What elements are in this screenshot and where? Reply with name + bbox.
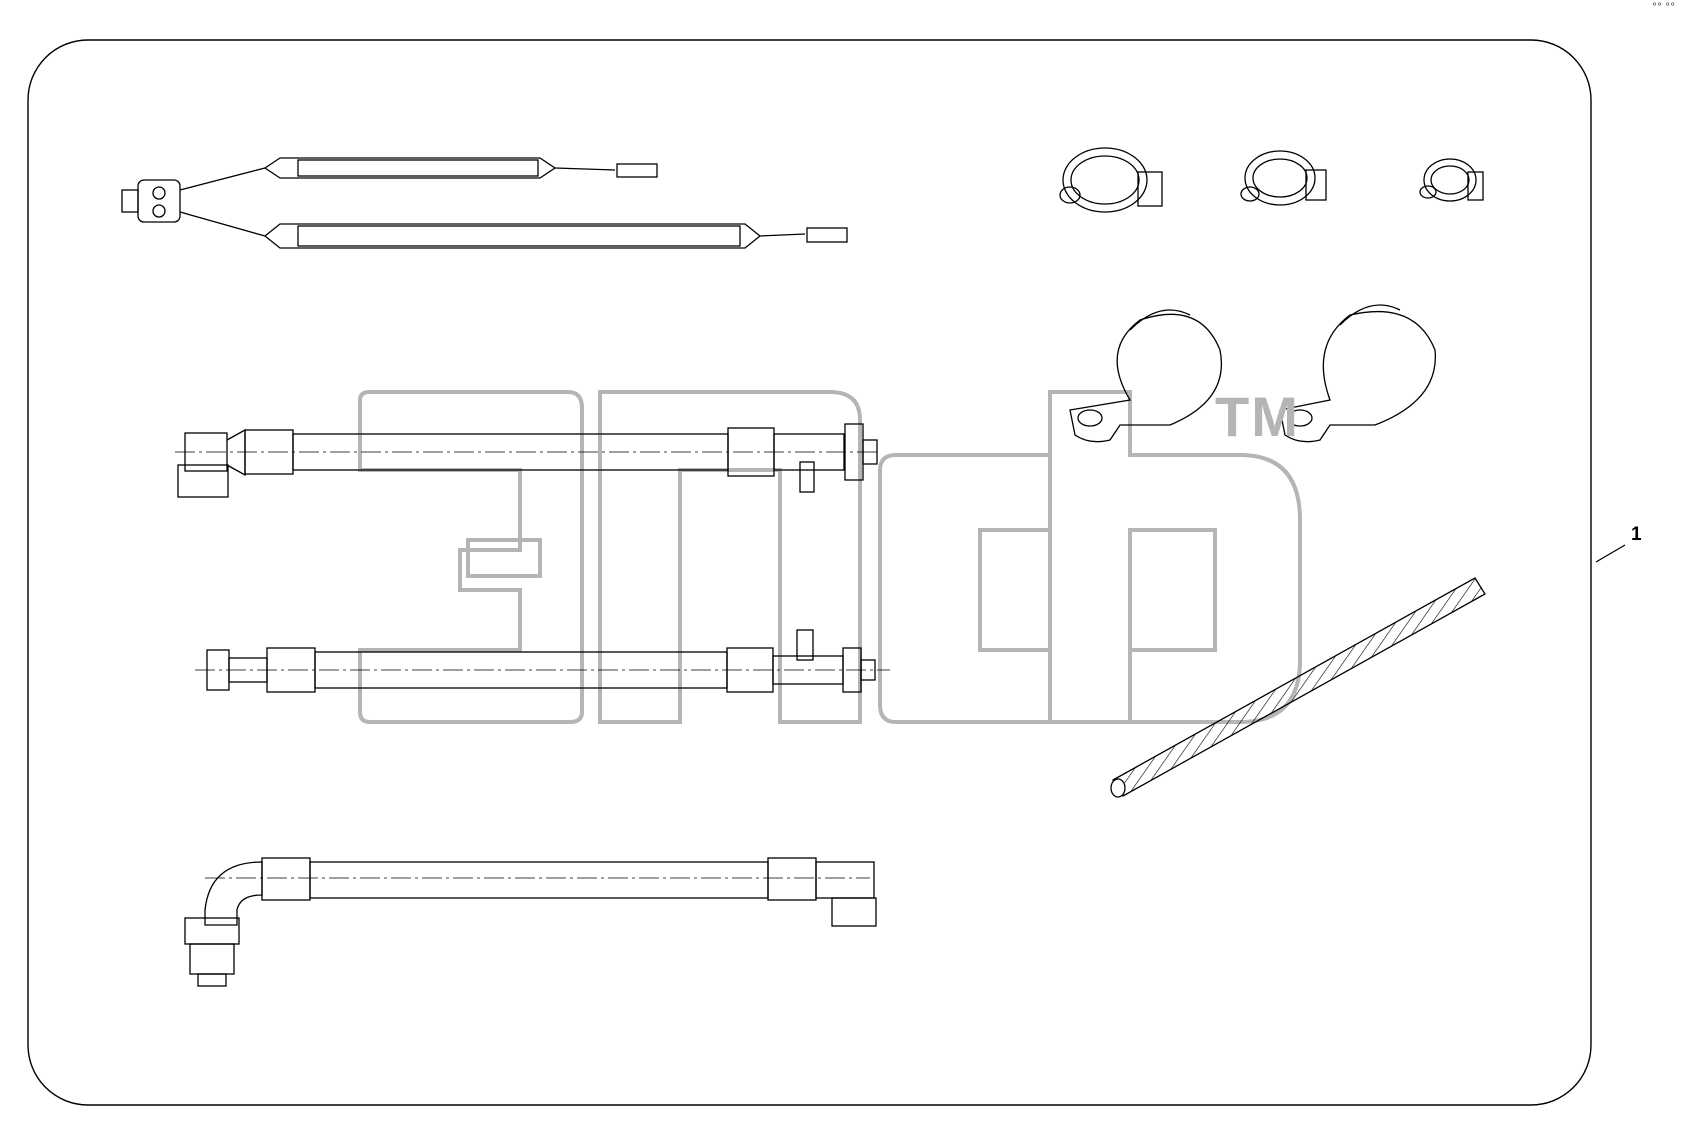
- spiral-wrap-sleeve: [1110, 577, 1486, 798]
- callout-leader: [1595, 544, 1626, 563]
- hydraulic-hose-3: [184, 857, 877, 987]
- corner-mark: °° °°: [1652, 2, 1676, 13]
- watermark-logo: [358, 390, 1302, 724]
- p-clamps: [1069, 304, 1436, 443]
- watermark-trademark: TM: [1215, 385, 1300, 448]
- hydraulic-hose-2: [195, 629, 890, 693]
- wiring-harness: [121, 157, 848, 249]
- drawing-frame: [27, 39, 1592, 1106]
- hydraulic-hose-1: [175, 423, 880, 498]
- hose-clamps: [1059, 147, 1484, 213]
- callout-label: 1: [1631, 524, 1642, 545]
